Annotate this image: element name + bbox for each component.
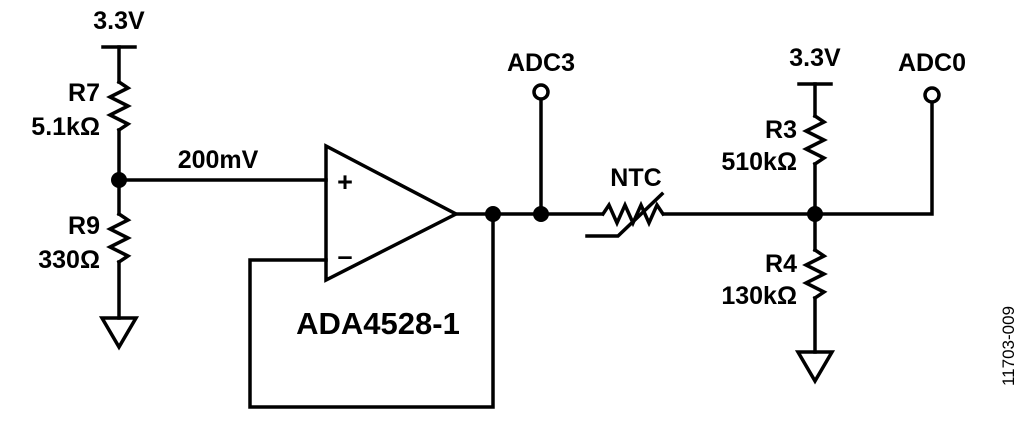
resistor-r7: [106, 79, 132, 133]
right-divider: [794, 82, 941, 385]
op-amp: [248, 143, 817, 409]
adc3-pin: [532, 83, 550, 101]
r9-name: R9: [68, 212, 100, 240]
supply-label-left: 3.3V: [93, 7, 145, 35]
supply-label-right: 3.3V: [789, 44, 841, 72]
opamp-minus-sign: –: [337, 241, 352, 271]
figure-id: 11703-009: [999, 306, 1018, 386]
ground-symbol-right: [794, 350, 836, 385]
feedback-loop: [248, 212, 495, 409]
ntc-label: NTC: [610, 164, 661, 192]
resistor-r3: [802, 113, 828, 167]
resistor-r4: [802, 247, 828, 301]
resistor-r9: [106, 211, 132, 265]
ref-voltage-label: 200mV: [178, 146, 259, 174]
r7-name: R7: [68, 79, 100, 107]
left-divider: [98, 45, 328, 351]
adc0-pin: [923, 86, 941, 104]
r7-value: 5.1kΩ: [31, 113, 100, 141]
junction-dot: [485, 206, 501, 222]
r4-value: 130kΩ: [721, 282, 797, 310]
adc3-label: ADC3: [507, 49, 575, 77]
opamp-part-number: ADA4528-1: [296, 306, 460, 341]
ground-symbol-left: [98, 316, 140, 351]
ntc-thermistor: [585, 191, 666, 238]
r3-name: R3: [765, 116, 797, 144]
r9-value: 330Ω: [38, 246, 100, 274]
r3-value: 510kΩ: [721, 148, 797, 176]
op-amp-triangle: [324, 143, 460, 283]
ntc-diagonal: [585, 191, 665, 238]
adc3-node: [532, 83, 550, 216]
adc0-label: ADC0: [898, 49, 966, 77]
wire-adc0: [813, 100, 934, 216]
r4-name: R4: [765, 250, 797, 278]
opamp-plus-sign: +: [337, 167, 353, 197]
